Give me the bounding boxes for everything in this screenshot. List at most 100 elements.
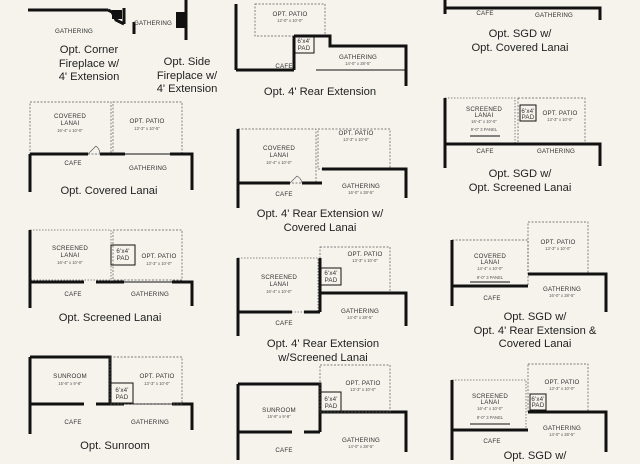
dim-opt-patio: 13'-3" x 10'-0" <box>343 137 369 142</box>
plan-sunroom: SUNROOM 15'-8" x 9'-8" 6'x4' PAD OPT. PA… <box>28 355 194 434</box>
caption-sgd-covered-lanai: Opt. SGD w/ Opt. Covered Lanai <box>455 28 585 55</box>
room-label-gathering: GATHERING <box>131 419 169 426</box>
room-label-cafe: CAFE <box>275 320 292 327</box>
dim-gathering: 16'-0" x 28'-5" <box>549 293 575 298</box>
room-label-gathering: GATHERING <box>129 165 167 172</box>
dim-opt-patio: 13'-3" x 10'-0" <box>549 386 575 391</box>
dim-gathering: 16'-0" x 28'-5" <box>348 190 374 195</box>
room-label-opt-patio: OPT. PATIO <box>540 239 575 246</box>
dim-opt-patio: 13'-3" x 10'-0" <box>350 387 376 392</box>
caption-screened-lanai: Opt. Screened Lanai <box>58 312 162 324</box>
room-label-cafe: CAFE <box>275 447 292 454</box>
caption-line: Fireplace w/ <box>156 69 218 82</box>
plan-rear-extension: OPT. PATIO 12'-0" x 10'-0" 6'x4' PAD GAT… <box>234 3 408 86</box>
pad-label-2: PAD <box>298 45 311 52</box>
caption-line: Opt. 4' Rear Extension & <box>473 324 597 337</box>
caption-line: 4' Extension <box>58 71 120 83</box>
dim-opt-patio: 13'-3" x 10'-0" <box>547 117 573 122</box>
room-label-screened-lanai-2: LANAI <box>270 281 289 288</box>
room-label-gathering: GATHERING <box>134 20 172 27</box>
pad-label: 6'x4' <box>324 270 337 277</box>
pad-label-2: PAD <box>116 394 129 401</box>
dim-opt-patio: 13'-3" x 10'-0" <box>146 261 172 266</box>
room-label-gathering: GATHERING <box>543 425 581 432</box>
room-label-gathering: GATHERING <box>55 28 93 35</box>
caption-side-fireplace: Opt. Side Fireplace w/ 4' Extension <box>132 56 242 97</box>
dim-screened-lanai: 16'-4" x 10'-0" <box>471 119 497 124</box>
room-label-gathering: GATHERING <box>342 183 380 190</box>
room-label-screened-lanai: SCREENED <box>472 393 508 400</box>
room-label-screened-lanai: SCREENED <box>52 245 88 252</box>
caption-line: Opt. Side <box>163 56 211 68</box>
room-label-cafe: CAFE <box>275 63 292 70</box>
sliding-door-label: 9'-0" 3 PANEL <box>477 415 504 420</box>
room-label-covered-lanai-2: LANAI <box>61 120 80 127</box>
room-label-screened-lanai-2: LANAI <box>61 252 80 259</box>
plan-rear-ext-screened-lanai: SCREENED LANAI 16'-4" x 10'-0" 6'x4' PAD… <box>236 246 408 336</box>
room-label-gathering: GATHERING <box>339 54 377 61</box>
room-label-opt-patio: OPT. PATIO <box>345 380 380 387</box>
caption-rear-ext-covered-lanai: Opt. 4' Rear Extension w/ Covered Lanai <box>240 208 400 235</box>
plan-sgd-rear-ext-covered-lanai: COVERED LANAI 14'-4" x 10'-0" 9'-0" 3 PA… <box>450 221 608 312</box>
pad-label: 6'x4' <box>521 108 534 115</box>
room-label-opt-patio: OPT. PATIO <box>129 118 164 125</box>
pad-label-2: PAD <box>532 402 545 409</box>
caption-rear-extension: Opt. 4' Rear Extension <box>263 86 377 98</box>
dim-covered-lanai: 16'-4" x 10'-0" <box>57 128 83 133</box>
room-label-cafe: CAFE <box>64 419 81 426</box>
dim-gathering: 14'-0" x 28'-5" <box>345 61 371 66</box>
caption-line: Opt. Covered Lanai <box>471 41 569 54</box>
caption-rear-ext-screened-lanai: Opt. 4' Rear Extension w/Screened Lanai <box>248 338 398 365</box>
caption-line: Opt. SGD w/ <box>488 168 552 180</box>
pad-label-2: PAD <box>325 403 338 410</box>
caption-line: Covered Lanai <box>283 221 357 234</box>
sliding-door-label: 9'-0" 3 PANEL <box>471 127 498 132</box>
pad-label: 6'x4' <box>324 396 337 403</box>
room-label-cafe: CAFE <box>64 291 81 298</box>
pad-label-2: PAD <box>117 255 130 262</box>
caption-line: Opt. Screened Lanai <box>468 181 572 194</box>
room-label-covered-lanai: COVERED <box>474 253 506 260</box>
room-label-opt-patio: OPT. PATIO <box>347 251 382 258</box>
dim-screened-lanai: 16'-4" x 10'-0" <box>266 289 292 294</box>
caption-line: Opt. SGD w/ <box>488 28 552 40</box>
room-label-gathering: GATHERING <box>341 308 379 315</box>
pad-label-2: PAD <box>522 114 535 121</box>
dim-opt-patio: 13'-3" x 10'-0" <box>352 258 378 263</box>
dim-sunroom: 15'-8" x 9'-8" <box>58 381 82 386</box>
dim-screened-lanai: 16'-4" x 10'-0" <box>477 406 503 411</box>
room-label-opt-patio: OPT. PATIO <box>338 130 373 137</box>
pad-label: 6'x4' <box>116 248 129 255</box>
caption-line: Opt. SGD w/ <box>503 311 567 323</box>
caption-covered-lanai: Opt. Covered Lanai <box>60 185 158 197</box>
sliding-door-label: 9'-0" 3 PANEL <box>477 275 504 280</box>
room-label-gathering: GATHERING <box>131 291 169 298</box>
caption-line: Opt. Corner <box>59 44 119 56</box>
caption-line: 4' Extension <box>156 83 218 95</box>
caption-line: Opt. 4' Rear Extension w/ <box>256 208 384 220</box>
plan-screened-lanai: SCREENED LANAI 16'-4" x 10'-0" 6'x4' PAD… <box>28 229 194 308</box>
room-label-opt-patio: OPT. PATIO <box>272 11 307 18</box>
room-label-covered-lanai: COVERED <box>263 145 295 152</box>
room-label-cafe: CAFE <box>476 10 493 17</box>
room-label-gathering: GATHERING <box>342 437 380 444</box>
room-label-covered-lanai: COVERED <box>54 113 86 120</box>
dim-opt-patio: 12'-0" x 10'-0" <box>277 18 303 23</box>
dim-covered-lanai: 16'-4" x 10'-0" <box>266 160 292 165</box>
room-label-sunroom: SUNROOM <box>262 407 296 414</box>
room-label-opt-patio: OPT. PATIO <box>139 373 174 380</box>
pad-label-2: PAD <box>325 277 338 284</box>
caption-line: Fireplace w/ <box>58 57 120 70</box>
plan-sgd-screened-lanai: SCREENED LANAI 16'-4" x 10'-0" 9'-0" 3 P… <box>443 97 602 168</box>
room-label-opt-patio: OPT. PATIO <box>542 110 577 117</box>
caption-sunroom: Opt. Sunroom <box>80 440 150 452</box>
room-label-cafe: CAFE <box>476 148 493 155</box>
room-label-cafe: CAFE <box>64 160 81 167</box>
dim-gathering: 14'-0" x 28'-5" <box>348 444 374 449</box>
pad-label: 6'x4' <box>297 38 310 45</box>
room-label-screened-lanai-2: LANAI <box>475 112 494 119</box>
room-label-screened-lanai: SCREENED <box>261 274 297 281</box>
dim-gathering: 14'-0" x 28'-5" <box>549 432 575 437</box>
caption-line: Covered Lanai <box>498 338 572 350</box>
